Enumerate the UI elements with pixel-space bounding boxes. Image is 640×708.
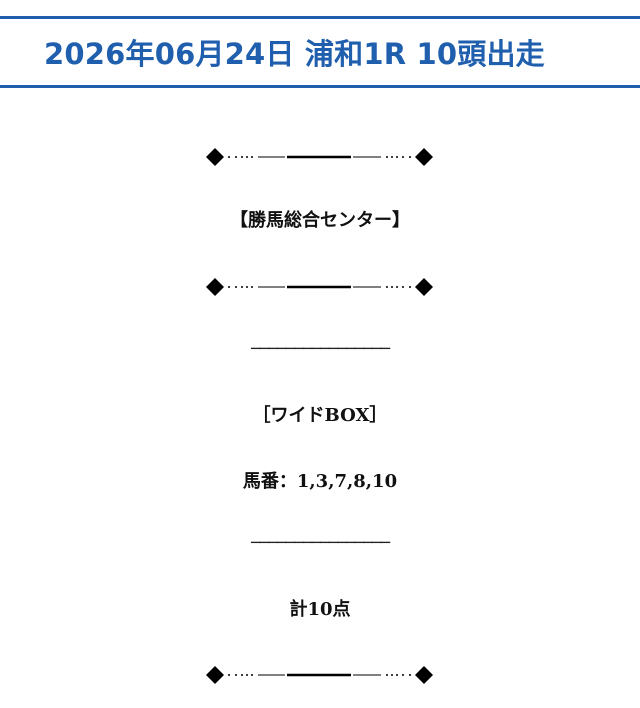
diamond-divider-icon <box>206 148 433 166</box>
horizontal-rule-top: ──────────────── <box>250 339 390 358</box>
page-title: 2026年06月24日 浦和1R 10頭出走 <box>44 37 545 71</box>
horizontal-rule-bottom: ──────────────── <box>250 533 390 552</box>
ornament-divider-middle <box>0 275 640 299</box>
bet-type-label: ［ワイドBOX］ <box>252 405 388 426</box>
ornament-divider-bottom <box>0 663 640 687</box>
horse-numbers: 馬番：1,3,7,8,10 <box>242 471 398 492</box>
diamond-divider-icon <box>206 666 433 684</box>
diamond-divider-icon <box>206 278 433 296</box>
center-label: 【勝馬総合センター】 <box>230 210 410 231</box>
total-points: 計10点 <box>289 599 351 620</box>
ornament-divider-top <box>0 145 640 169</box>
page-header: 2026年06月24日 浦和1R 10頭出走 <box>0 16 640 88</box>
